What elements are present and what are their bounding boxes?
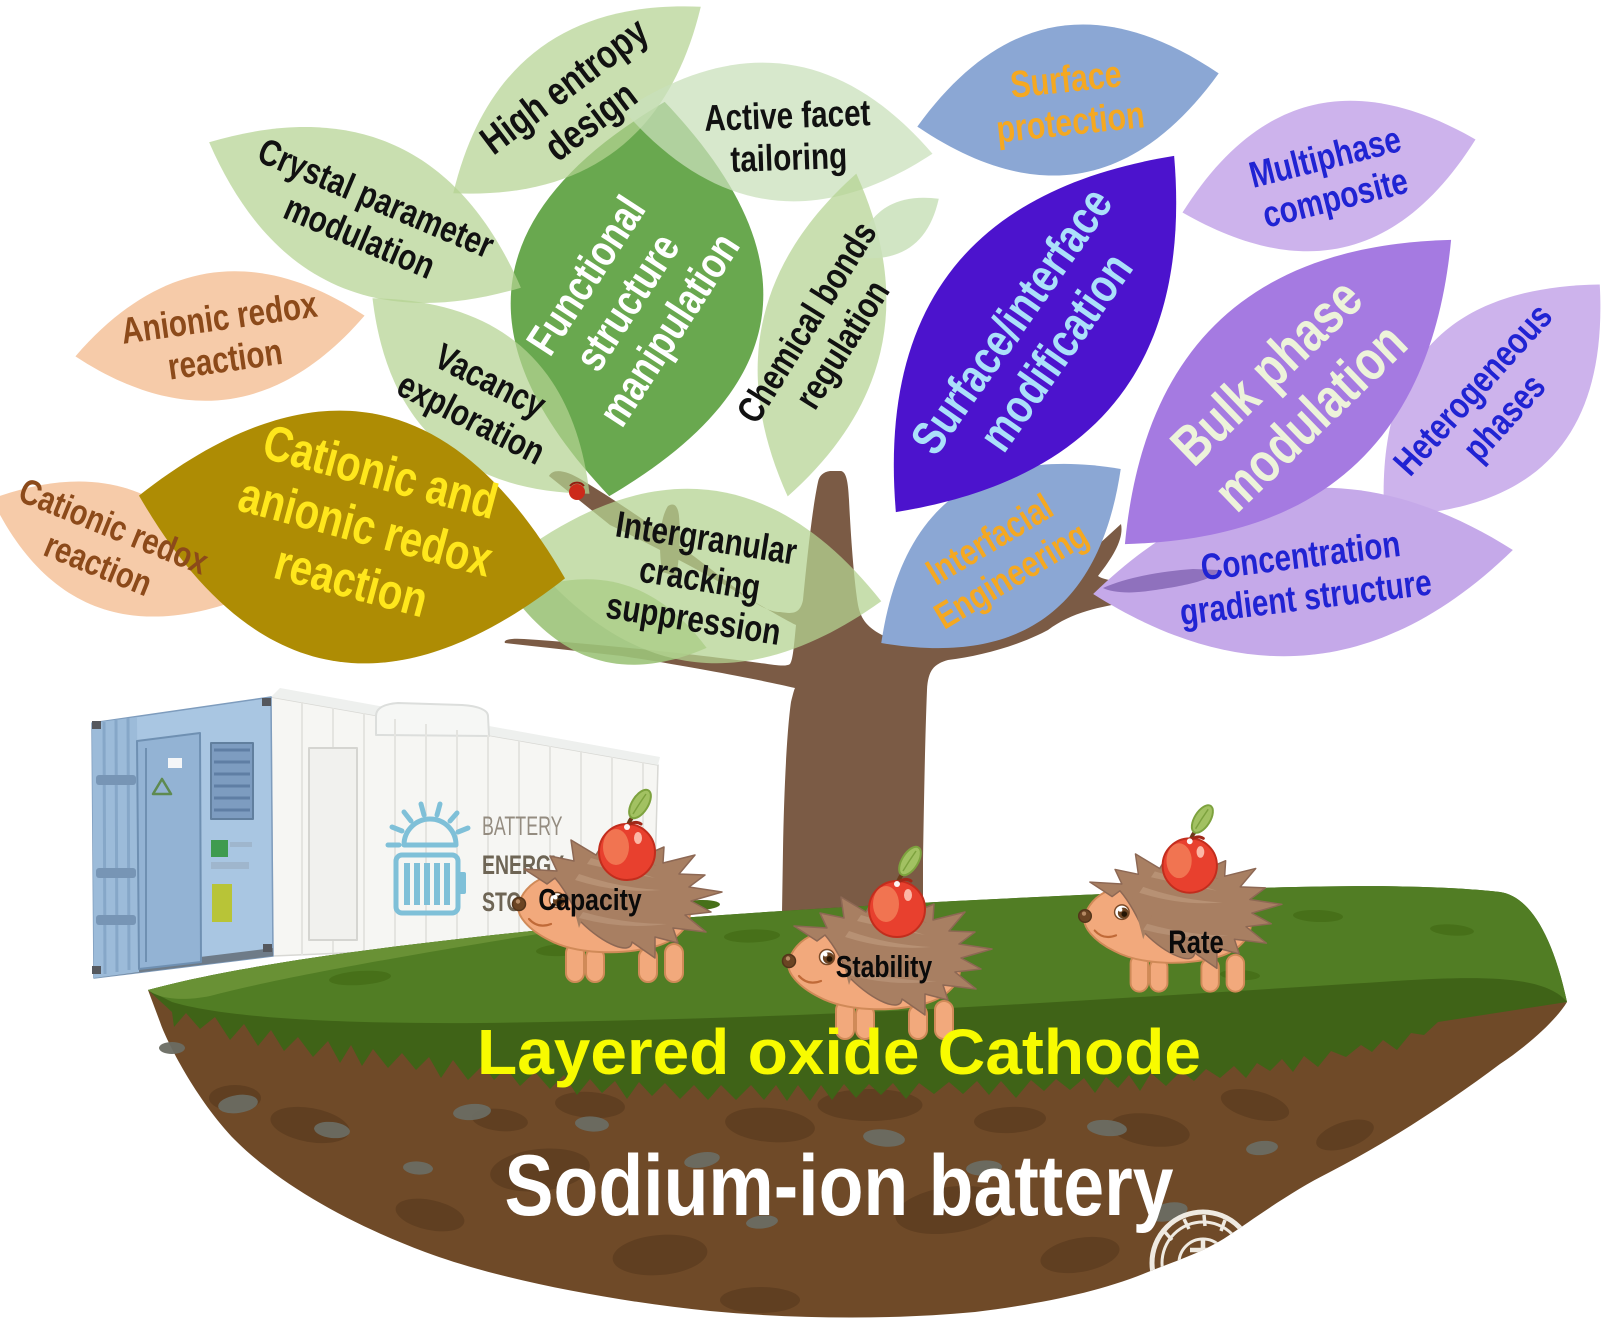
svg-text:BATTERY: BATTERY (482, 810, 562, 841)
svg-text:Capacity: Capacity (538, 882, 642, 916)
svg-text:Active facettailoring: Active facettailoring (704, 93, 873, 182)
svg-text:Rate: Rate (1168, 925, 1223, 960)
svg-text:Layered oxide Cathode: Layered oxide Cathode (477, 1016, 1201, 1088)
svg-text:Sodium-ion battery: Sodium-ion battery (505, 1138, 1174, 1234)
svg-text:Surfaceprotection: Surfaceprotection (990, 51, 1147, 151)
svg-text:Stability: Stability (836, 949, 933, 983)
